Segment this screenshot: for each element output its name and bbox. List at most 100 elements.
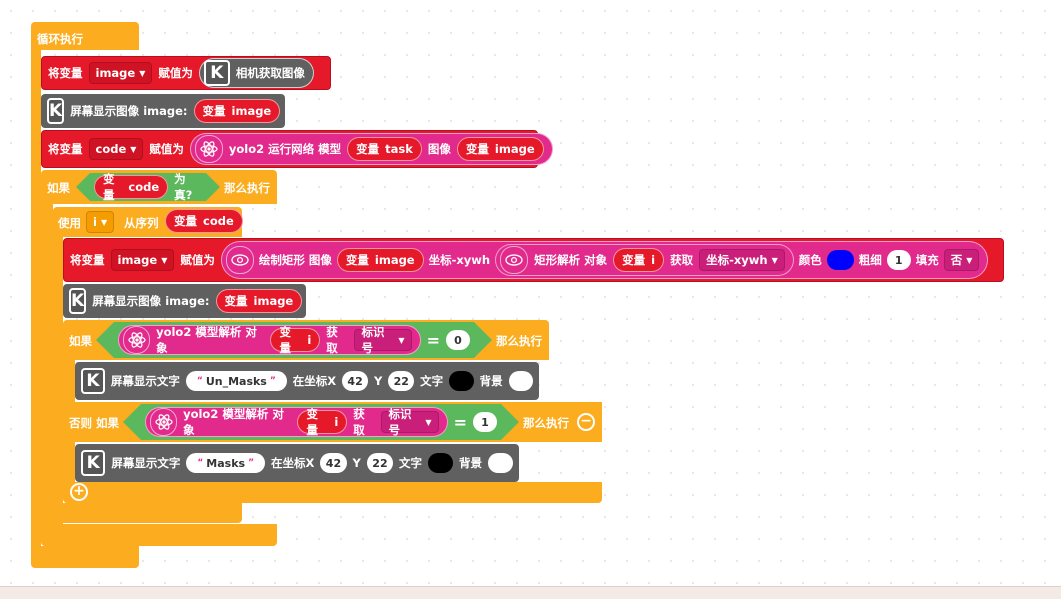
assign-to-label: 赋值为 bbox=[180, 253, 215, 267]
bottom-panel-edge bbox=[0, 586, 1061, 599]
label-id-dropdown[interactable]: 标识号▼ bbox=[381, 411, 438, 433]
compare-value-0[interactable]: 0 bbox=[446, 330, 470, 350]
get-label: 获取 bbox=[670, 253, 694, 267]
y-label: Y bbox=[352, 456, 361, 470]
y-label: Y bbox=[374, 374, 383, 388]
if-label: 如果 bbox=[47, 181, 70, 195]
fill-dropdown[interactable]: 否▼ bbox=[943, 249, 980, 271]
var-dropdown-i[interactable]: i▼ bbox=[86, 211, 115, 233]
image-rect-icon bbox=[500, 246, 529, 274]
x-input[interactable]: 42 bbox=[342, 371, 368, 391]
screen-show-text-masks-block[interactable]: K 屏幕显示文字 “Masks” 在坐标X 42 Y 22 文字 背景 bbox=[75, 444, 519, 482]
if-arm bbox=[41, 204, 53, 534]
loop-arm bbox=[31, 50, 41, 556]
screen-show-text-label: 屏幕显示文字 bbox=[111, 456, 181, 470]
text-color-label: 文字 bbox=[420, 374, 444, 388]
rect-color-swatch[interactable] bbox=[826, 250, 854, 270]
image-rect-icon bbox=[225, 246, 254, 274]
equals-sign: = bbox=[453, 412, 467, 432]
fill-label: 填充 bbox=[915, 253, 939, 267]
assign-to-label: 赋值为 bbox=[149, 142, 184, 156]
at-coord-x-label: 在坐标X bbox=[292, 374, 337, 388]
then-do-label: 那么执行 bbox=[224, 181, 270, 195]
var-dropdown-code[interactable]: code▼ bbox=[88, 138, 144, 160]
screen-show-text-unmasks-block[interactable]: K 屏幕显示文字 “Un_Masks” 在坐标X 42 Y 22 文字 背景 bbox=[75, 362, 539, 400]
bg-color-swatch[interactable] bbox=[508, 371, 533, 391]
then-do-label: 那么执行 bbox=[496, 334, 542, 348]
y-input[interactable]: 22 bbox=[366, 453, 394, 473]
bg-color-swatch[interactable] bbox=[488, 453, 513, 473]
draw-rect-label: 绘制矩形 图像 bbox=[258, 253, 332, 267]
thickness-label: 粗细 bbox=[858, 253, 882, 267]
loop-block-frame[interactable] bbox=[31, 22, 139, 50]
screen-show-image-label: 屏幕显示图像 image: bbox=[70, 104, 188, 118]
screen-show-image-label: 屏幕显示图像 image: bbox=[92, 294, 210, 308]
get-label: 获取 bbox=[353, 407, 365, 437]
text-input-unmasks[interactable]: “Un_Masks” bbox=[185, 371, 287, 391]
is-true-label: 为真? bbox=[174, 172, 193, 202]
image-word-label: 图像 bbox=[427, 142, 451, 156]
y-input[interactable]: 22 bbox=[388, 371, 415, 391]
color-label: 颜色 bbox=[798, 253, 822, 267]
else-if-label: 否则 如果 bbox=[69, 416, 120, 430]
assign-to-label: 赋值为 bbox=[158, 66, 193, 80]
assign-label: 将变量 bbox=[48, 142, 83, 156]
k-screen-icon: K bbox=[81, 368, 105, 394]
for-each-footer bbox=[53, 503, 242, 523]
k-screen-icon: K bbox=[81, 450, 106, 476]
add-branch-icon[interactable]: + bbox=[70, 483, 88, 501]
for-each-arm bbox=[53, 237, 63, 527]
coord-xywh-dropdown[interactable]: 坐标-xywh▼ bbox=[699, 249, 785, 271]
yolo-parse-label: yolo2 模型解析 对象 bbox=[156, 325, 257, 355]
text-color-swatch[interactable] bbox=[428, 453, 454, 473]
use-label: 使用 bbox=[58, 216, 81, 230]
thickness-input[interactable]: 1 bbox=[886, 250, 911, 270]
var-dropdown-image[interactable]: image▼ bbox=[88, 62, 153, 84]
yolo-atom-icon bbox=[150, 408, 177, 436]
screen-show-text-label: 屏幕显示文字 bbox=[110, 374, 180, 388]
at-coord-x-label: 在坐标X bbox=[270, 456, 315, 470]
camera-get-image-block[interactable]: K 相机获取图像 bbox=[198, 58, 314, 88]
get-label: 获取 bbox=[326, 325, 338, 355]
rect-parse-label: 矩形解析 对象 bbox=[534, 253, 608, 267]
text-input-masks[interactable]: “Masks” bbox=[186, 453, 265, 473]
yolo-parse-label: yolo2 模型解析 对象 bbox=[183, 407, 284, 437]
loop-label: 循环执行 bbox=[37, 32, 83, 46]
if-inner-footer bbox=[63, 482, 602, 503]
label-id-dropdown[interactable]: 标识号▼ bbox=[354, 329, 411, 351]
yolo-run-label: yolo2 运行网络 模型 bbox=[228, 142, 342, 156]
coord-xywh-label: 坐标-xywh bbox=[428, 253, 491, 267]
var-dropdown-image[interactable]: image▼ bbox=[110, 249, 175, 271]
x-input[interactable]: 42 bbox=[320, 453, 347, 473]
from-seq-label: 从序列 bbox=[124, 216, 159, 230]
compare-value-1[interactable]: 1 bbox=[473, 412, 497, 432]
text-color-label: 文字 bbox=[399, 456, 423, 470]
assign-image-camera-block[interactable]: 将变量 image▼ 赋值为 K 相机获取图像 bbox=[41, 56, 331, 90]
text-color-swatch[interactable] bbox=[449, 371, 474, 391]
remove-branch-icon[interactable]: − bbox=[577, 413, 595, 431]
camera-get-label: 相机获取图像 bbox=[235, 66, 305, 80]
if-footer bbox=[41, 524, 277, 546]
